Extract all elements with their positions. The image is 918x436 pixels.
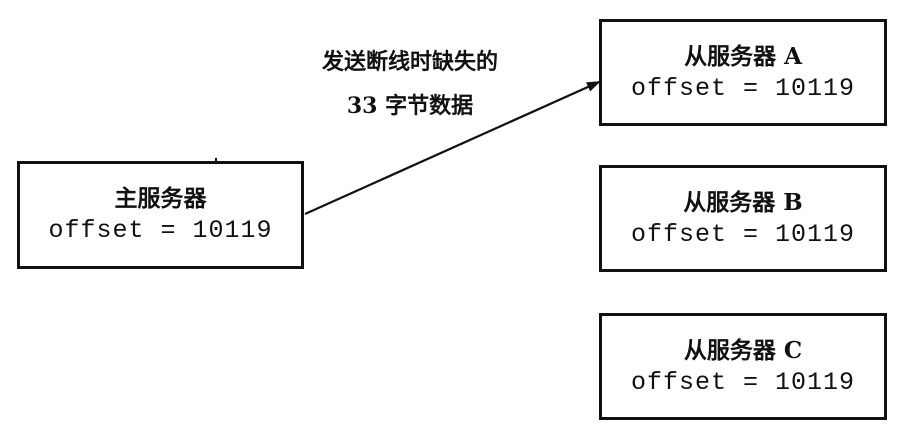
slave-server-a-offset: offset = 10119	[630, 73, 856, 103]
master-server-box: 主服务器 offset = 10119	[17, 161, 304, 269]
master-server-offset: offset = 10119	[48, 216, 273, 245]
master-server-title: 主服务器	[114, 185, 207, 212]
slave-server-a-title: 从服务器 A	[684, 42, 802, 70]
slave-server-b-box: 从服务器 B offset = 10119	[599, 165, 887, 272]
slave-server-c-offset: offset = 10119	[630, 367, 856, 397]
slave-server-a-box: 从服务器 A offset = 10119	[599, 19, 887, 126]
slave-server-b-offset: offset = 10119	[630, 219, 856, 249]
edge-label-line-1: 发送断线时缺失的	[321, 49, 498, 75]
slave-server-c-box: 从服务器 C offset = 10119	[599, 313, 887, 420]
edge-label-line-2: 33 字节数据	[346, 93, 474, 119]
edge-label: 发送断线时缺失的 33 字节数据	[290, 40, 530, 128]
arrow-master-to-slave-a	[304, 80, 601, 216]
slave-server-b-title: 从服务器 B	[683, 188, 803, 216]
slave-server-c-title: 从服务器 C	[683, 336, 803, 364]
